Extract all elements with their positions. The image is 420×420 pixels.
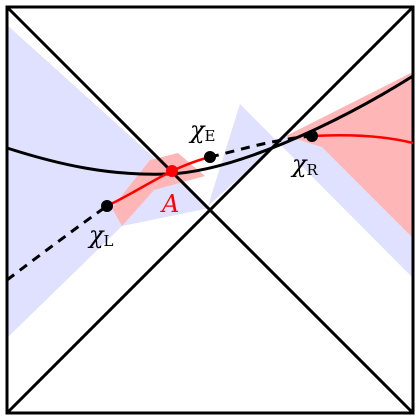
red-region-left <box>112 153 205 226</box>
label-chi-l: χL <box>87 221 114 250</box>
label-chi-r: χR <box>290 150 319 179</box>
dashed-curve <box>6 134 313 282</box>
red-curve-right <box>311 134 414 145</box>
label-chi-l-symbol: χ <box>87 221 105 249</box>
label-chi-e-symbol: χ <box>188 116 206 144</box>
label-chi-l-sub: L <box>104 232 114 250</box>
label-chi-r-sub: R <box>307 161 319 179</box>
label-chi-r-symbol: χ <box>290 150 308 178</box>
point-chi-e <box>204 151 216 163</box>
red-region-right <box>286 72 413 238</box>
left-wedge-region <box>7 25 210 338</box>
label-chi-e-sub: E <box>205 127 216 145</box>
horizon-diagonal-2 <box>5 5 415 415</box>
label-chi-e: χE <box>188 116 216 145</box>
point-a <box>166 165 178 177</box>
label-a: A <box>160 190 179 218</box>
diagram-border <box>5 5 415 415</box>
cauchy-slice-curve <box>6 74 414 176</box>
point-chi-l <box>101 200 113 212</box>
point-chi-r <box>306 130 318 142</box>
